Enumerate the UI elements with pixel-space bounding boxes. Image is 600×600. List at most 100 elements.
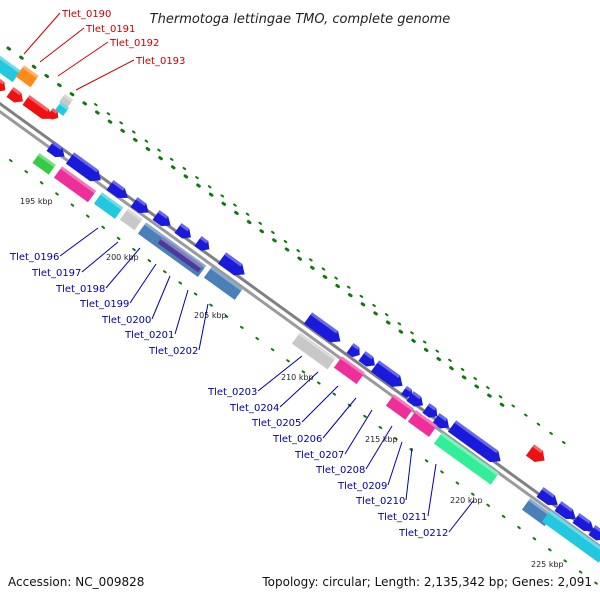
gene-feature [157, 236, 203, 273]
gene-feature [541, 510, 600, 563]
gene-arrow [22, 95, 52, 119]
gene-arrow [6, 87, 23, 103]
gene-label: Tlet_0203 [207, 387, 257, 398]
leader-line [344, 409, 373, 455]
tick-mark [169, 157, 174, 161]
gene-feature [406, 391, 423, 407]
tick-mark [132, 247, 136, 252]
tick-mark [487, 393, 492, 398]
gene-arrow [401, 385, 413, 398]
gene-label: Tlet_0191 [85, 24, 135, 35]
gene-feature [194, 236, 210, 251]
gene-features [0, 54, 600, 563]
tick-mark [424, 459, 429, 463]
gene-highlight [541, 487, 555, 498]
tick-mark [70, 203, 75, 207]
tick-mark [255, 336, 260, 341]
leader-line [174, 289, 189, 335]
tick-mark [474, 384, 480, 389]
gene-feature [358, 351, 375, 367]
tick-mark [272, 238, 277, 243]
gene-highlight [437, 413, 448, 422]
tick-mark [347, 293, 353, 298]
gene-feature [130, 197, 149, 214]
gene-feature [432, 413, 449, 429]
tick-mark [334, 276, 338, 280]
gene-label: Tlet_0208 [315, 465, 365, 476]
gene-label: Tlet_0212 [398, 528, 448, 539]
tick-mark [398, 329, 404, 334]
gene-label: Tlet_0196 [9, 252, 59, 263]
tick-mark [208, 192, 214, 197]
gene-highlight [411, 391, 422, 400]
gene-feature [152, 210, 171, 227]
tick-mark [234, 210, 239, 216]
gene-block [0, 54, 21, 83]
gene-arrow [554, 501, 576, 520]
gene-highlight [405, 385, 412, 392]
gene-feature [0, 54, 21, 83]
tick-mark [335, 283, 340, 289]
tick-mark [549, 431, 553, 435]
gene-feature [588, 525, 600, 541]
tick-mark [163, 270, 167, 274]
leader-line [39, 27, 85, 63]
gene-feature [0, 77, 6, 92]
gene-feature [22, 95, 52, 119]
tick-mark [536, 422, 541, 426]
gene-highlight [22, 65, 39, 79]
gene-label: Tlet_0202 [148, 346, 198, 357]
tick-mark [384, 313, 389, 317]
gene-label: Tlet_0197 [31, 268, 81, 279]
gene-arrow [0, 77, 6, 92]
gene-label: Tlet_0210 [355, 496, 405, 507]
gene-arrow [422, 403, 438, 418]
genome-summary-text: Topology: circular; Length: 2,135,342 bp… [261, 575, 592, 589]
gene-label: Tlet_0201 [124, 330, 174, 341]
gene-feature [554, 501, 576, 520]
gene-block [433, 432, 499, 485]
gene-feature [217, 252, 245, 276]
gene-highlight [528, 498, 553, 518]
tick-mark [385, 320, 391, 325]
gene-feature [65, 152, 101, 182]
tick-mark [548, 548, 552, 552]
gene-arrow [65, 152, 101, 182]
tick-mark [373, 311, 378, 316]
gene-highlight [63, 93, 74, 103]
gene-highlight [440, 432, 499, 476]
gene-highlight [51, 141, 63, 150]
tick-mark [286, 359, 290, 363]
tick-mark [448, 358, 452, 362]
gene-label: Tlet_0190 [61, 9, 111, 20]
tick-mark [106, 112, 111, 116]
tick-mark [57, 83, 62, 88]
tick-mark [501, 514, 506, 519]
tick-mark [397, 322, 402, 326]
tick-mark [378, 425, 383, 430]
kbp-label: 225 kbp [531, 560, 564, 569]
gene-feature [291, 332, 336, 370]
tick-mark [9, 159, 13, 163]
gene-highlight [310, 312, 339, 334]
gene-label: Tlet_0204 [229, 403, 279, 414]
label-leader-lines [23, 12, 475, 533]
tick-mark [297, 256, 303, 261]
kbp-label: 205 kbp [194, 311, 227, 320]
gene-arrow [47, 107, 59, 120]
tick-mark [259, 229, 265, 234]
gene-feature [422, 403, 438, 418]
gene-label: Tlet_0192 [109, 38, 159, 49]
gene-highlight [363, 351, 374, 360]
tick-mark [461, 375, 467, 380]
gene-highlight [559, 501, 573, 512]
tick-mark [435, 349, 440, 353]
gene-label: Tlet_0205 [251, 418, 301, 429]
gene-feature [572, 513, 594, 532]
gene-label: Tlet_0211 [377, 512, 427, 523]
tick-mark [594, 581, 598, 585]
tick-mark [95, 110, 100, 115]
gene-feature [47, 107, 59, 120]
gene-arrow [406, 391, 423, 407]
